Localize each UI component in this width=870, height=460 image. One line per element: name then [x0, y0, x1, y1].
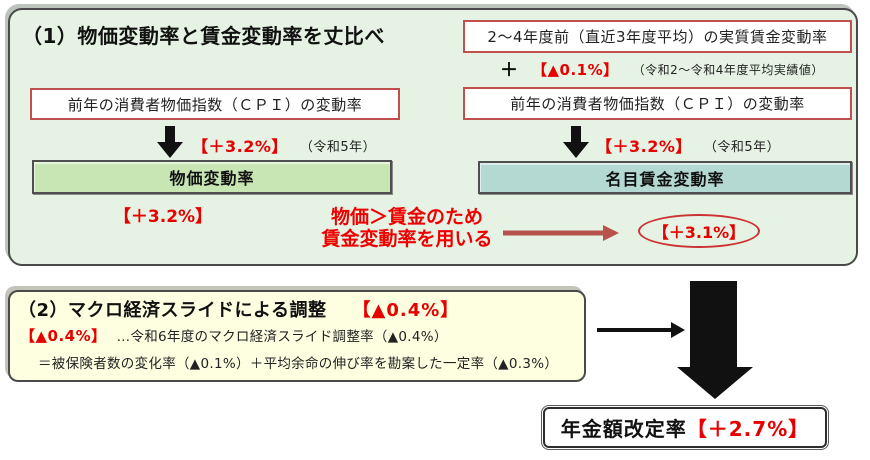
wage-adjustment-row: ＋ 【▲0.1%】 （令和2～令和4年度平均実績値）	[500, 58, 824, 81]
cpi-rate-note-right: （令和5年）	[703, 139, 781, 155]
section2-title-row: （2）マクロ経済スライドによる調整 【▲0.4%】	[18, 297, 459, 321]
price-change-rate-value: 【＋3.2%】	[113, 207, 213, 227]
pension-revision-result-box: 年金額改定率 【＋2.7%】	[541, 405, 829, 450]
plus-sign: ＋	[500, 60, 518, 81]
price-change-rate-label: 物価変動率	[169, 169, 255, 188]
big-down-arrow-icon	[677, 281, 753, 399]
cpi-box-left: 前年の消費者物価指数（ＣＰＩ）の変動率	[30, 88, 400, 120]
comparison-note: 物価＞賃金のため 賃金変動率を用いる	[300, 206, 514, 250]
selected-wage-rate-value: 【＋3.1%】	[652, 223, 746, 242]
wage-adjustment-rate: 【▲0.1%】	[532, 60, 619, 79]
comparison-note-line2: 賃金変動率を用いる	[321, 228, 493, 250]
cpi-rate-right: 【＋3.2%】	[596, 137, 692, 156]
real-wage-rate-box: 2～4年度前（直近3年度平均）の実質賃金変動率	[463, 20, 852, 53]
macro-slide-breakdown: ＝被保険者数の変化率（▲0.1%）＋平均余命の伸び率を勘案した一定率（▲0.3%…	[38, 356, 559, 372]
pension-revision-value: 【＋2.7%】	[686, 417, 810, 441]
nominal-wage-rate-bar: 名目賃金変動率	[478, 161, 852, 194]
real-wage-rate-label: 2～4年度前（直近3年度平均）の実質賃金変動率	[487, 28, 828, 46]
down-arrow-icon-left	[157, 126, 183, 158]
macro-slide-detail-row: 【▲0.4%】 …令和6年度のマクロ経済スライド調整率（▲0.4%）	[20, 325, 448, 346]
pension-revision-label: 年金額改定率	[560, 417, 687, 441]
right-arrow-icon-red	[503, 225, 619, 241]
section2-title: （2）マクロ経済スライドによる調整	[18, 300, 327, 321]
section2-panel	[8, 290, 586, 382]
wage-adjustment-note: （令和2～令和4年度平均実績値）	[632, 62, 824, 77]
cpi-rate-note-left: （令和5年）	[299, 139, 377, 155]
nominal-wage-rate-label: 名目賃金変動率	[605, 169, 725, 189]
macro-slide-rate: 【▲0.4%】	[20, 326, 107, 345]
section2-title-rate: 【▲0.4%】	[352, 300, 460, 321]
right-arrow-icon-black	[597, 322, 685, 338]
cpi-rate-row-right: 【＋3.2%】 （令和5年）	[596, 132, 780, 158]
cpi-box-left-label: 前年の消費者物価指数（ＣＰＩ）の変動率	[67, 95, 363, 114]
cpi-rate-row-left: 【＋3.2%】 （令和5年）	[192, 132, 376, 158]
cpi-box-right: 前年の消費者物価指数（ＣＰＩ）の変動率	[463, 87, 852, 120]
down-arrow-icon-right	[563, 126, 589, 158]
selected-wage-rate-oval: 【＋3.1%】	[638, 214, 760, 248]
comparison-note-line1: 物価＞賃金のため	[330, 206, 483, 228]
price-change-rate-bar: 物価変動率	[32, 160, 392, 194]
cpi-rate-left: 【＋3.2%】	[192, 137, 288, 156]
cpi-box-right-label: 前年の消費者物価指数（ＣＰＩ）の変動率	[510, 95, 805, 113]
macro-slide-description: …令和6年度のマクロ経済スライド調整率（▲0.4%）	[116, 329, 448, 345]
section1-title: （1）物価変動率と賃金変動率を丈比べ	[22, 24, 385, 48]
